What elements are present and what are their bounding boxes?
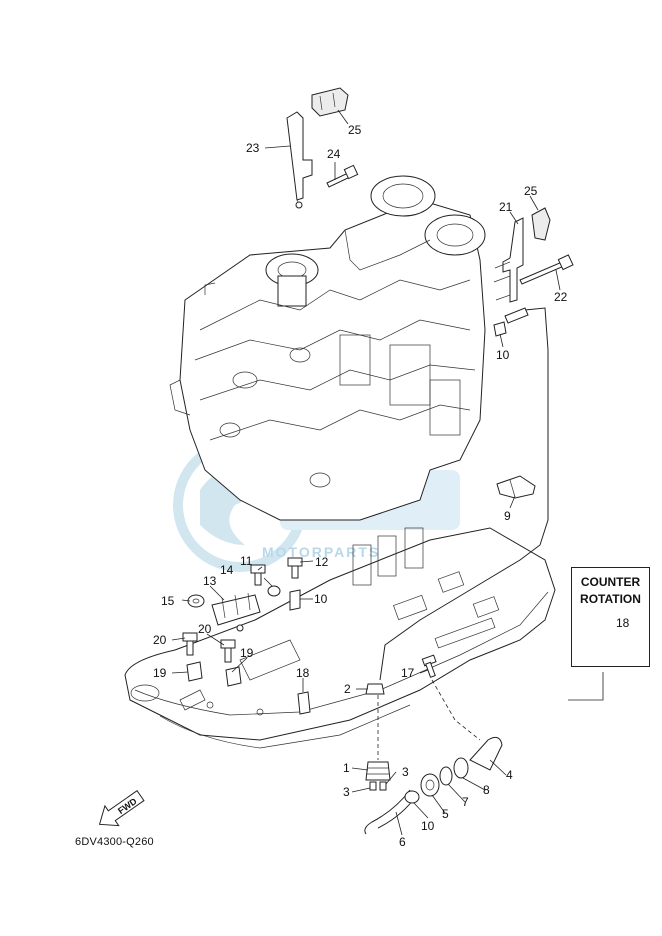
callout-10-bottom: 10 [421, 819, 435, 833]
clamp-18 [297, 691, 311, 715]
diagram-code: 6DV4300-Q260 [75, 836, 154, 848]
clamp-19-right [225, 666, 242, 687]
callout-18: 18 [296, 666, 310, 680]
nut-2 [365, 683, 385, 695]
counter-rotation-line2: ROTATION [580, 592, 641, 606]
bolt-24 [326, 164, 359, 188]
clip-25-right [531, 207, 551, 241]
counter-rotation-title: COUNTER ROTATION [572, 574, 649, 608]
callout-9: 9 [504, 509, 511, 523]
callout-5: 5 [442, 807, 449, 821]
callout-25-right: 25 [524, 184, 538, 198]
callout-24: 24 [327, 147, 341, 161]
callout-labels: 25 23 24 25 21 22 10 9 12 11 14 10 13 15… [153, 123, 568, 849]
grommet-13 [267, 585, 281, 597]
clamp-19-left [186, 661, 203, 682]
bolt-22 [519, 254, 574, 285]
cooling-hose [379, 307, 549, 681]
callout-10-top: 10 [496, 348, 510, 362]
engine-block [169, 175, 486, 521]
callout-19-right: 19 [240, 646, 254, 660]
counter-rotation-inset: COUNTER ROTATION 18 [571, 567, 650, 667]
callout-14: 12 [315, 555, 329, 569]
cable-holder-15 [211, 592, 261, 632]
clips-3 [369, 781, 387, 791]
callout-19-left: 19 [153, 666, 167, 680]
clamp-10-top [493, 321, 507, 337]
counter-rotation-line1: COUNTER [580, 575, 641, 589]
callout-25-top: 25 [348, 123, 362, 137]
callout-1: 1 [343, 761, 350, 775]
bracket-21 [493, 217, 524, 303]
bottom-cowling [124, 527, 556, 749]
callout-23: 23 [246, 141, 260, 155]
callout-22: 22 [554, 290, 568, 304]
callout-3-right: 3 [402, 765, 409, 779]
callout-15: 13 [203, 574, 217, 588]
callout-3-left: 3 [343, 785, 350, 799]
assembly-line-11 [431, 679, 481, 741]
callout-16: 14 [220, 563, 234, 577]
callout-13: 11 [240, 554, 253, 568]
bracket-23 [286, 111, 313, 209]
bolt-20-right [220, 639, 236, 663]
callout-6: 7 [462, 795, 469, 809]
clip-12 [289, 589, 301, 611]
clip-10-bottom [404, 790, 420, 804]
leader-lines [171, 109, 617, 836]
callout-11: 17 [401, 666, 415, 680]
joint-5 [420, 773, 440, 797]
counter-rotation-part-number: 18 [616, 616, 630, 630]
callout-7: 8 [483, 783, 490, 797]
callout-20-right: 20 [198, 622, 212, 636]
callout-21: 21 [499, 200, 513, 214]
cap-4 [469, 736, 503, 771]
callout-2: 2 [344, 682, 351, 696]
callout-12: 10 [314, 592, 328, 606]
counter-rotation-leader [568, 672, 604, 701]
callout-20-left: 20 [153, 633, 167, 647]
fwd-arrow: FWD [98, 790, 145, 827]
hose-10-top [504, 307, 529, 324]
callout-4: 4 [506, 768, 513, 782]
callout-8: 6 [399, 835, 406, 849]
bolt-14 [287, 557, 303, 579]
seal-7 [453, 757, 469, 779]
grommet-17 [187, 594, 205, 608]
bolt-11 [421, 654, 437, 678]
clip-25-top [311, 87, 349, 117]
holder-9 [496, 475, 536, 499]
bolt-16 [250, 564, 266, 586]
watermark-text: MOTORPARTS [262, 544, 381, 560]
seal-6 [439, 766, 453, 786]
bolt-20-left [182, 632, 198, 656]
grommet-1 [365, 761, 391, 781]
callout-17: 15 [161, 594, 175, 608]
